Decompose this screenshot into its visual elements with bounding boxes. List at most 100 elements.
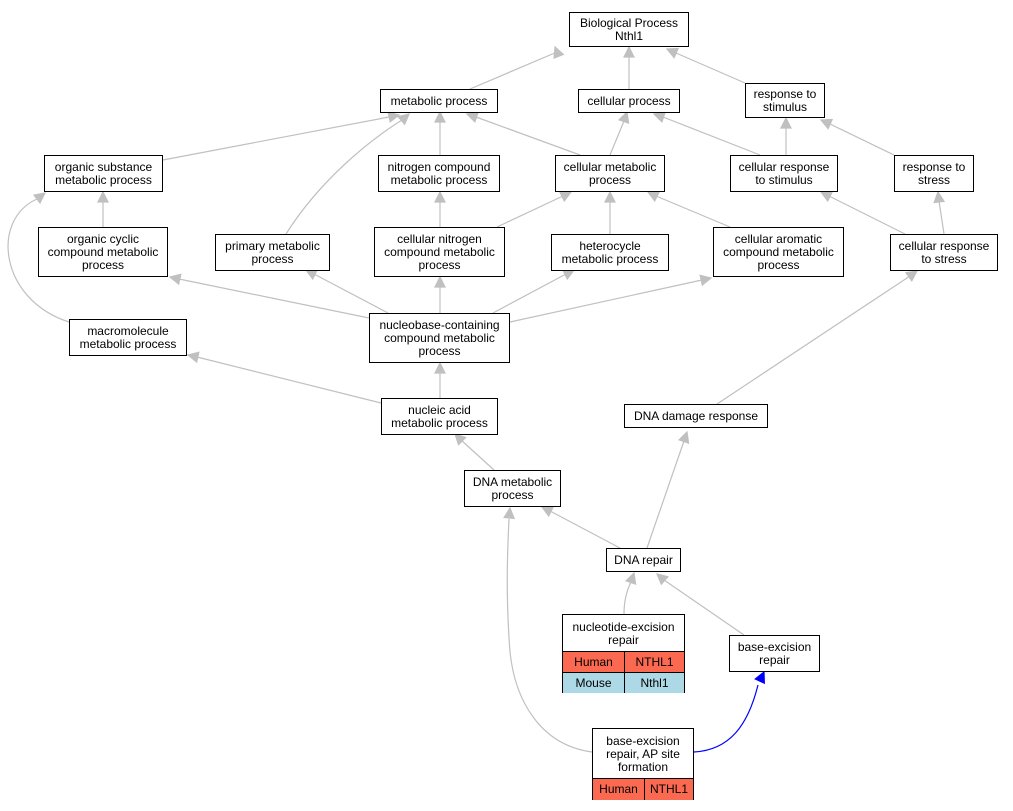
species-cell-human: Human [563,652,624,673]
arrow-head-icon [454,433,467,446]
arrow-head-icon [652,111,666,124]
node-metabolic-process[interactable]: metabolic process [380,89,498,113]
arrow-head-icon [780,116,792,129]
node-nitrogen-compound-metabolic-process[interactable]: nitrogen compound metabolic process [378,155,500,192]
edge-line [285,119,403,235]
edge-cellular-response-stimulus-to-cellular [652,111,761,156]
edge-cellular-response-stimulus-to-stimulus [780,116,792,155]
arrow-head-icon [561,269,576,281]
edge-line [178,278,370,319]
node-dna-damage-response[interactable]: DNA damage response [624,404,768,428]
arrow-head-icon [32,192,47,205]
gene-row-mouse: Mouse Nthl1 [563,672,684,693]
gene-node-title: nucleotide-excision repair [572,619,675,647]
edge-line [716,275,911,405]
edge-cellular-nitrogen-to-nitrogen [434,190,446,227]
node-base-excision-repair[interactable]: base-excision repair [729,635,820,672]
node-primary-metabolic-process[interactable]: primary metabolic process [215,234,330,271]
arrow-head-icon [168,273,182,286]
edge-line [675,52,746,84]
edge-metabolic-to-bp [469,45,565,90]
edge-line [196,356,382,404]
edge-organic-cyclic-to-organic-substance [97,190,109,227]
gene-row-human: Human NTHL1 [563,651,684,673]
arrow-head-icon [617,110,630,124]
edge-line [460,439,495,471]
node-base-excision-repair-ap-site-formation[interactable]: base-excision repair, AP site formation … [592,728,694,800]
edge-cellular-response-stress-to-cellular-response-stimulus [819,191,906,235]
arrow-head-icon [397,113,411,126]
edge-line [662,116,761,156]
node-dna-metabolic-process[interactable]: DNA metabolic process [464,470,561,507]
edge-stimulus-to-bp [665,47,746,84]
node-dna-repair[interactable]: DNA repair [606,548,681,572]
edge-line [828,195,906,235]
arrow-head-icon [819,191,834,203]
edge-line [162,116,390,161]
node-response-to-stimulus[interactable]: response to stimulus [745,83,825,118]
species-cell-mouse: Mouse [563,673,624,693]
edge-cellular-metabolic-to-cellular [609,110,630,156]
node-response-to-stress[interactable]: response to stress [894,155,974,192]
node-organic-substance-metabolic-process[interactable]: organic substance metabolic process [44,155,163,192]
node-cellular-aromatic-compound-metabolic-process[interactable]: cellular aromatic compound metabolic pro… [713,227,844,277]
edge-line [492,273,567,314]
node-cellular-process[interactable]: cellular process [578,89,680,113]
edge-ap-site-to-dna-metabolic [503,506,593,753]
node-organic-cyclic-compound-metabolic-process[interactable]: organic cyclic compound metabolic proces… [38,227,168,277]
node-cellular-response-to-stimulus[interactable]: cellular response to stimulus [730,155,838,192]
arrow-head-icon [604,190,616,203]
edge-dna-damage-to-cellular-response-stress [716,270,919,405]
edge-line [549,510,621,549]
edge-primary-to-metabolic [285,113,411,235]
edge-cellular-to-bp [623,45,635,89]
edge-dna-repair-to-dna-damage [646,430,690,549]
edge-cellular-nitrogen-to-cellular-metabolic [496,191,573,228]
species-cell-human: Human [593,779,644,800]
node-heterocycle-metabolic-process[interactable]: heterocycle metabolic process [551,234,669,271]
edge-layer [7,45,946,753]
node-cellular-nitrogen-compound-metabolic-process[interactable]: cellular nitrogen compound metabolic pro… [374,227,505,277]
edge-line [506,518,593,753]
edge-response-stress-to-stimulus [819,118,895,156]
arrow-head-icon [434,275,446,288]
edge-organic-substance-to-metabolic [162,111,401,161]
edge-macromolecule-to-organic-substance [7,192,70,323]
edge-ber-to-dna-repair [655,573,745,636]
arrow-head-icon [624,571,637,585]
edge-line [938,200,945,235]
edge-line [313,273,389,314]
edge-line [829,123,895,156]
edge-line [609,120,625,156]
edge-line [475,116,581,156]
edge-line [469,51,558,90]
arrow-head-icon [434,190,446,203]
node-cellular-metabolic-process[interactable]: cellular metabolic process [555,155,665,192]
node-nucleobase-containing-compound-metabolic-process[interactable]: nucleobase-containing compound metabolic… [369,313,510,363]
gene-cell-human: NTHL1 [644,779,693,800]
node-nucleic-acid-metabolic-process[interactable]: nucleic acid metabolic process [381,398,498,435]
edge-line [646,440,685,549]
arrow-head-icon [503,506,515,520]
edge-nucleobase-to-cellular-nitrogen [434,275,446,313]
arrow-head-icon [540,506,555,518]
edge-nucleobase-to-cellular-aromatic [509,274,713,323]
node-cellular-response-to-stress[interactable]: cellular response to stress [890,234,998,271]
arrow-head-icon [623,45,635,58]
edge-nucleobase-to-organic-cyclic [168,273,370,319]
arrow-head-icon [677,430,690,444]
edge-nucleic-acid-to-nucleobase [434,361,446,398]
edge-dna-metabolic-to-nucleic-acid [454,433,495,471]
edge-ap-site-to-ber [693,670,765,753]
arrow-head-icon [699,274,713,287]
edge-nucleobase-to-heterocycle [492,269,576,314]
arrow-head-icon [304,269,319,281]
node-nucleotide-excision-repair[interactable]: nucleotide-excision repair Human NTHL1 M… [562,614,685,693]
edge-line [693,684,759,753]
node-biological-process[interactable]: Biological Process Nthl1 [569,12,689,47]
arrow-head-icon [665,47,680,59]
node-macromolecule-metabolic-process[interactable]: macromolecule metabolic process [69,319,187,356]
edge-line [509,279,703,323]
arrow-head-icon [655,573,669,586]
